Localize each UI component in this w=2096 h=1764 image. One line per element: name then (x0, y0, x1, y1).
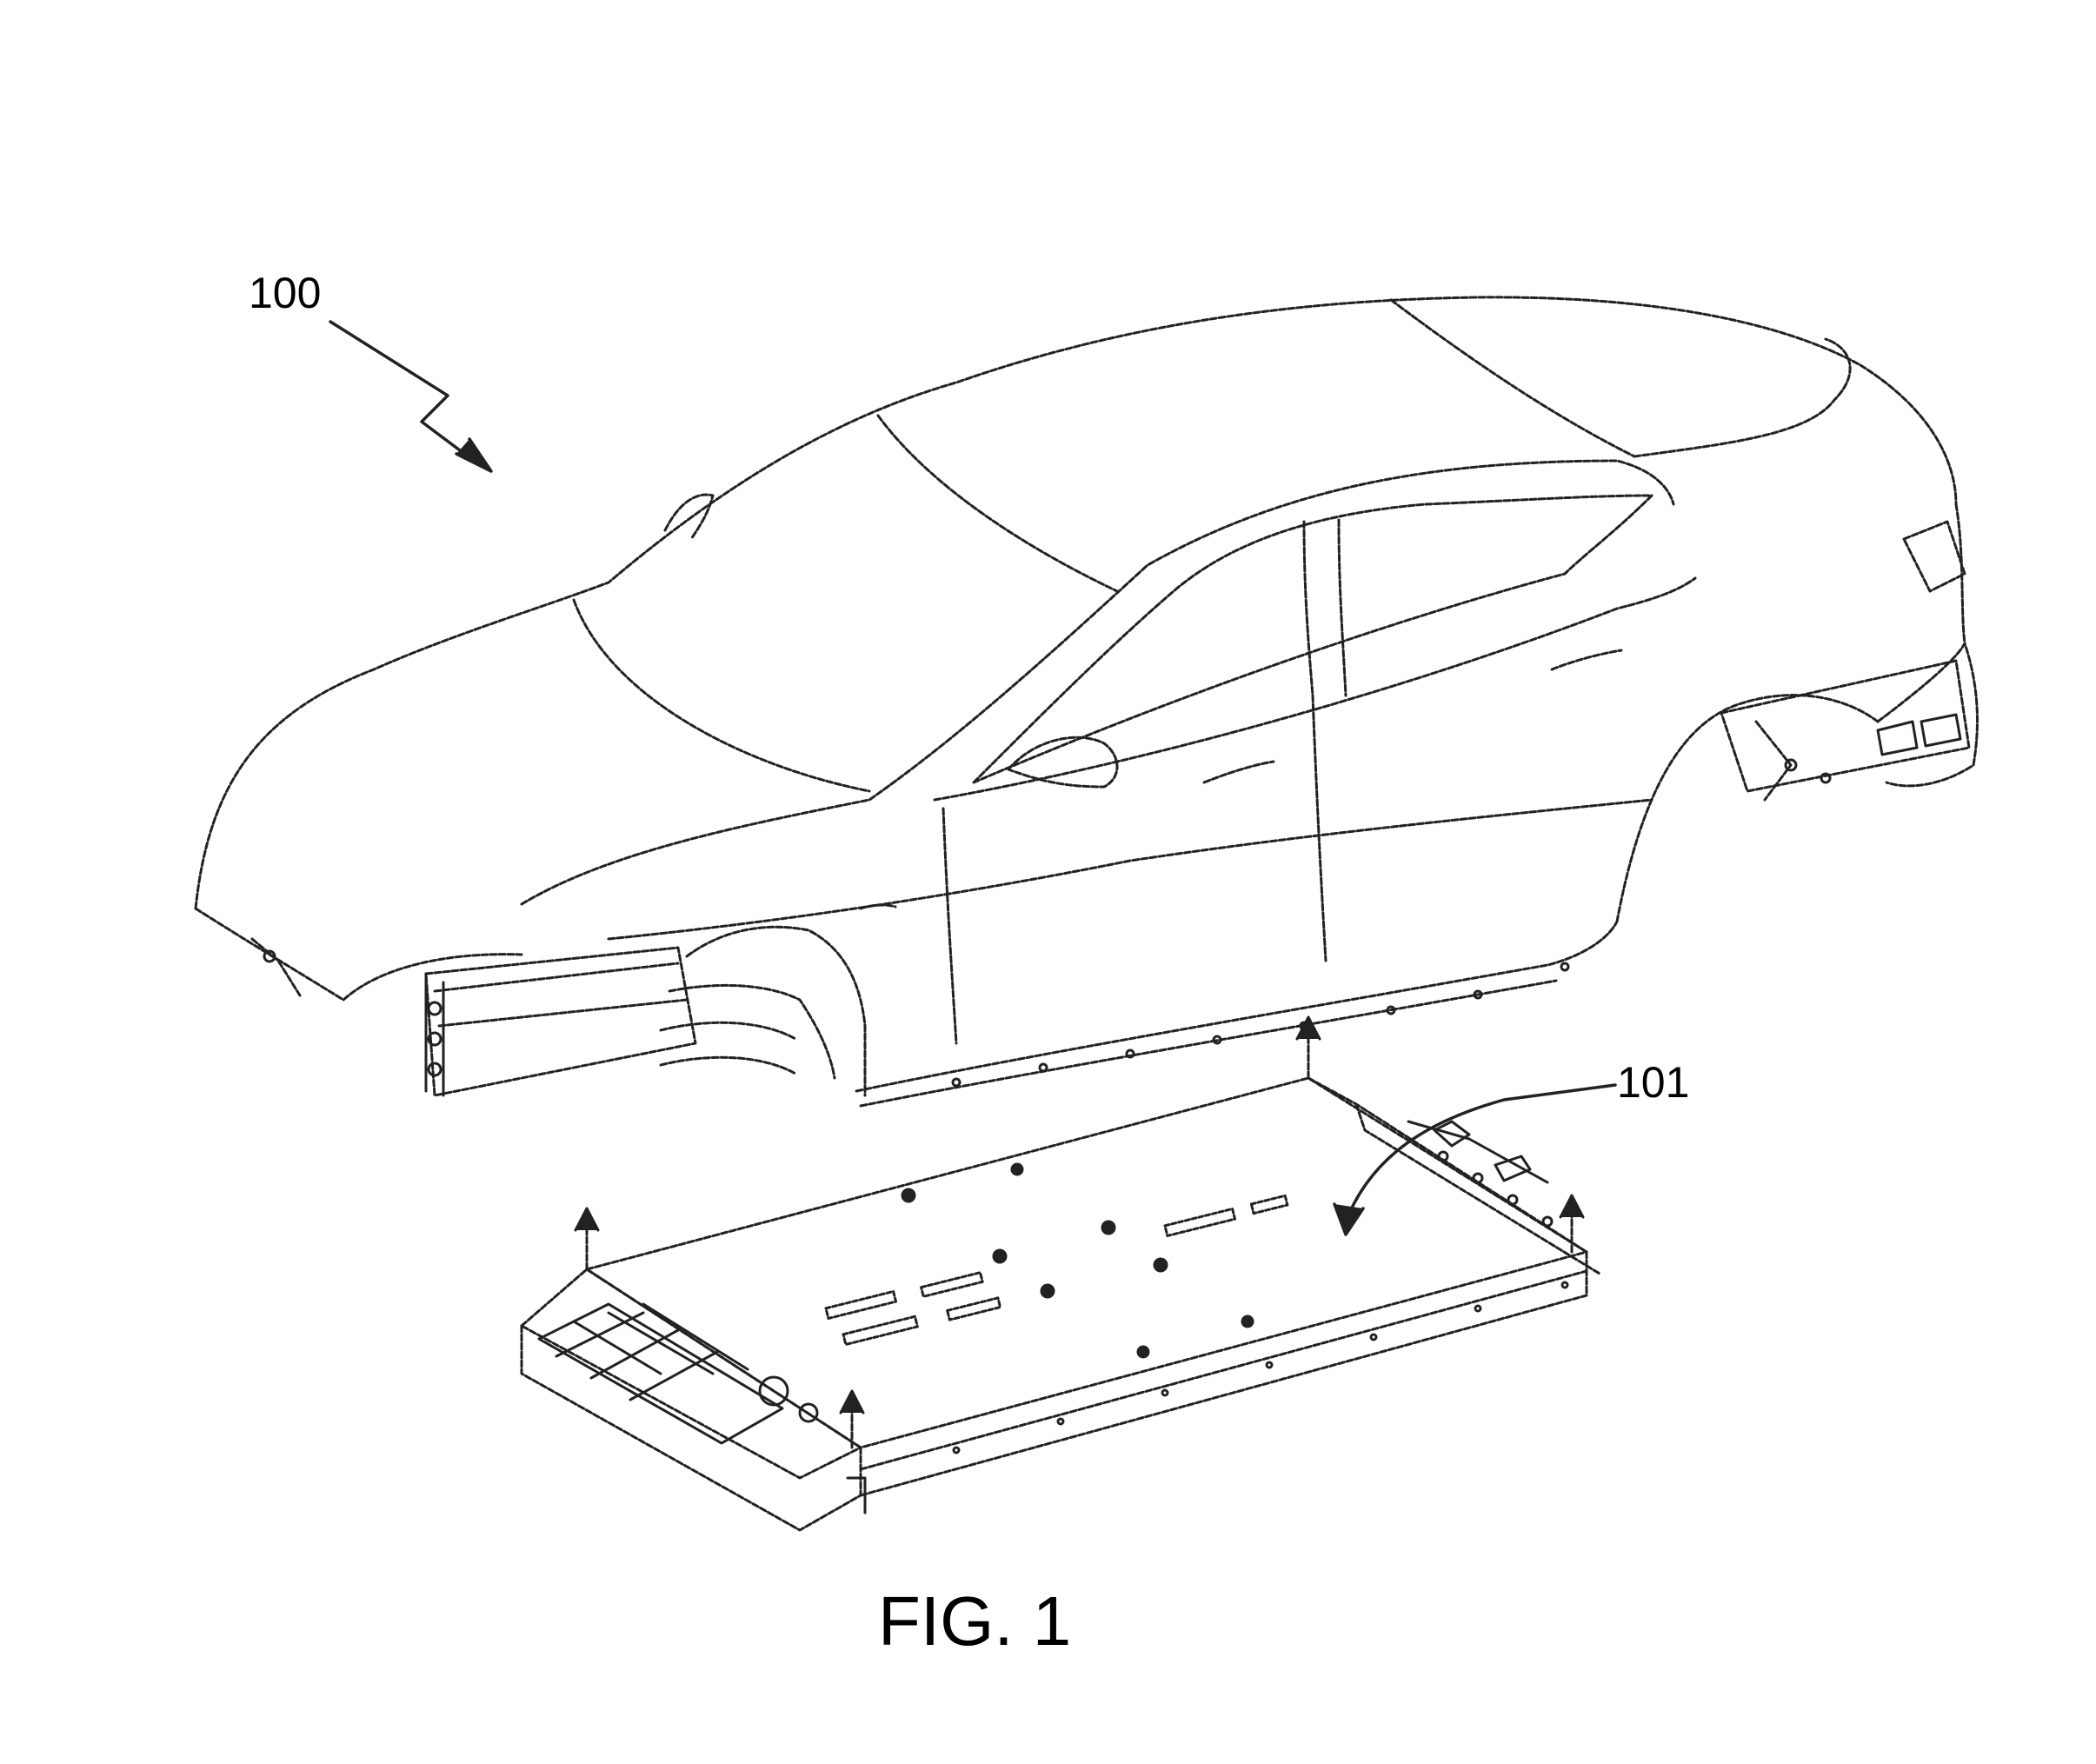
rocker-fasteners (951, 962, 1570, 1088)
reference-numeral-battery-pack: 101 (1617, 1058, 1690, 1107)
figure-caption: FIG. 1 (878, 1582, 1072, 1660)
reference-numeral-vehicle: 100 (249, 269, 322, 317)
leader-101 (1333, 1083, 1617, 1236)
leader-100 (329, 320, 493, 473)
vehicle-body (194, 296, 1979, 1108)
lift-arrows (574, 1015, 1585, 1449)
battery-pack (520, 1076, 1601, 1532)
front-subframe (250, 937, 836, 1097)
rear-subframe (1720, 520, 1971, 802)
